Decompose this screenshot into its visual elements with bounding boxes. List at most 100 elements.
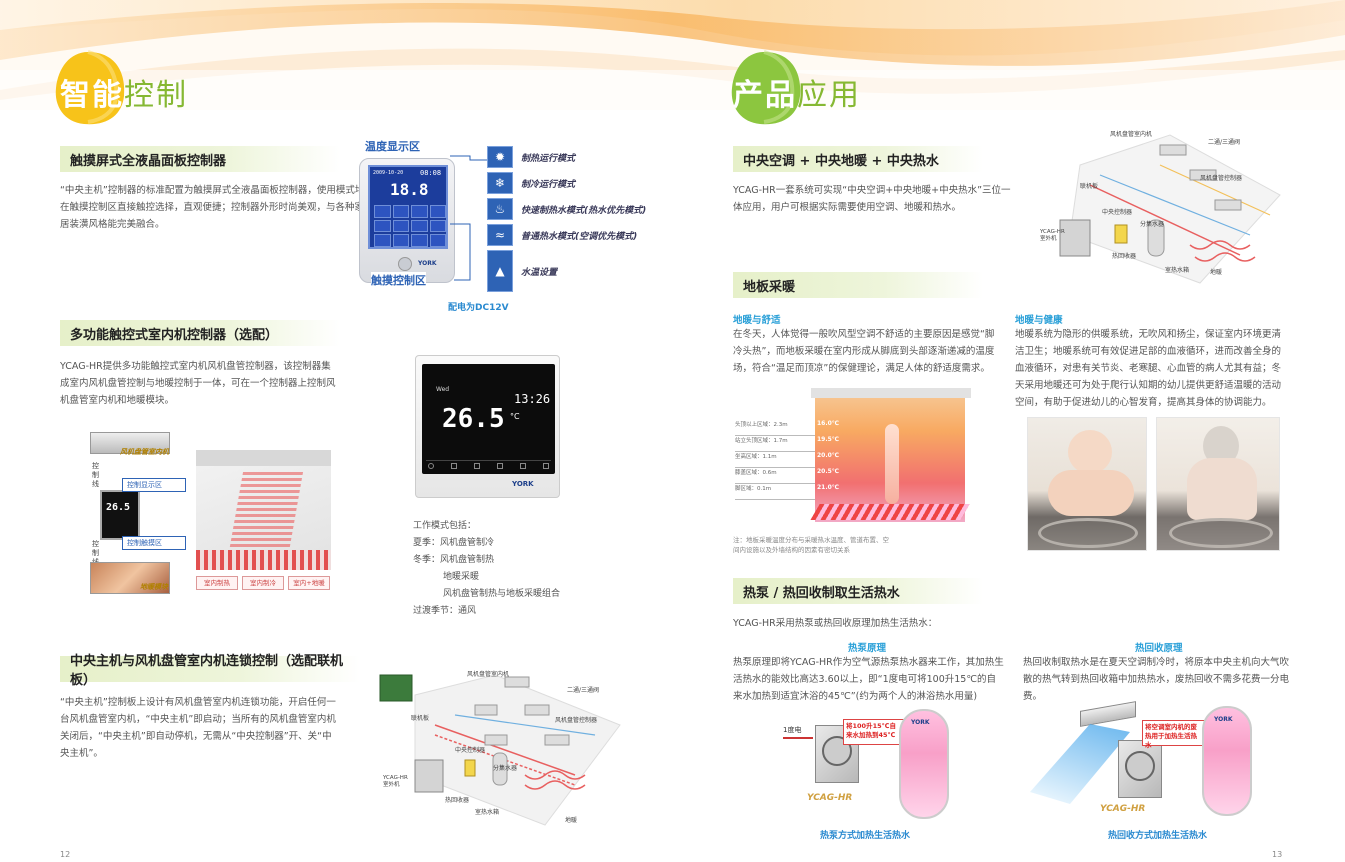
ctrl-temperature: 26.5 — [442, 404, 505, 434]
diag-label-control-line-1: 控制线 — [92, 462, 99, 488]
subheading-heat-pump: 热泵原理 — [848, 643, 887, 654]
ctrl-power-icon[interactable] — [428, 463, 434, 469]
height-label: 头顶以上区域：2.3m — [735, 420, 815, 436]
woman-back — [1187, 458, 1257, 520]
height-label: 站立头顶区域：1.7m — [735, 436, 815, 452]
air-flow-stream — [1030, 724, 1130, 804]
work-mode-item: 冬季：风机盘管制热 — [413, 555, 495, 565]
power-button[interactable] — [398, 257, 412, 271]
body-comfort: 在冬天，人体觉得一般吹风型空调不舒适的主要原因是感觉“脚冷头热”，而地板采暖在室… — [733, 329, 995, 374]
work-mode-item: 夏季：风机盘管制冷 — [413, 538, 495, 548]
floor-heating-temperature-diagram: 头顶以上区域：2.3m 站立头顶区域：1.7m 坐高区域：1.1m 膝盖区域：0… — [735, 384, 975, 529]
lcd-touch-key[interactable] — [374, 219, 391, 233]
heading-part-b: 应用 — [797, 78, 861, 113]
section-header-interlock: 中央主机与风机盘管室内机连锁控制（选配联机板） — [60, 654, 360, 688]
lcd-touch-key[interactable] — [374, 205, 391, 218]
ceiling — [196, 450, 331, 466]
water-temp-setting-icon: ▲ — [487, 250, 513, 292]
work-mode-item: 过渡季节：通风 — [413, 606, 477, 616]
diag-mode-button: 室内+地暖 — [288, 576, 330, 590]
lcd-touch-key[interactable] — [374, 234, 391, 247]
unit-label: YCAG-HR — [807, 793, 853, 803]
diag-label-floor-module: 地暖模块 — [140, 583, 168, 591]
outdoor-unit — [1118, 740, 1162, 798]
diag-label-fan-coil: 风机盘管室内机 — [120, 448, 169, 456]
lcd-touch-key[interactable] — [411, 219, 428, 233]
temperature-labels: 16.0℃ 19.5℃ 20.0℃ 20.5℃ 21.0℃ — [817, 420, 857, 500]
mode-row: ▲水温设置 — [487, 249, 646, 293]
diag-label: 分集水器 — [1140, 221, 1165, 228]
interlock-system-diagram: 风机盘管室内机 二通/三通阀 联机板 风机盘管控制器 中央控制器 分集水器 YC… — [375, 665, 625, 830]
section-header-hot-water: 热泵 / 热回收制取生活热水 — [733, 578, 983, 604]
diag-label-display-zone: 控制显示区 — [122, 478, 186, 492]
lcd-touch-key[interactable] — [392, 234, 409, 247]
baby-head — [1068, 430, 1112, 474]
lcd-touch-key[interactable] — [429, 234, 446, 247]
lcd-touch-key[interactable] — [411, 205, 428, 218]
mode-label: 制冷运行模式 — [521, 179, 576, 190]
label-touch-control-zone: 触摸控制区 — [371, 272, 426, 288]
ctrl-time: 13:26 — [514, 392, 551, 406]
work-modes-list: 工作模式包括： 夏季：风机盘管制冷 冬季：风机盘管制热 地暖采暖 风机盘管制热与… — [413, 518, 560, 620]
baby-body — [1048, 470, 1134, 516]
temperature-label: 20.5℃ — [817, 468, 840, 475]
indoor-controller-diagram: 风机盘管室内机 控制线 26.5 控制显示区 控制触摸区 控制线 地暖模块 室内… — [86, 432, 331, 597]
subheading-health: 地暖与健康 — [1015, 315, 1063, 326]
normal-hot-water-icon: ≈ — [487, 224, 513, 246]
elderly-woman-photo — [1156, 417, 1280, 551]
lcd-touch-key[interactable] — [429, 219, 446, 233]
room-illustration — [196, 450, 331, 570]
floor-heating-module-image — [90, 562, 170, 594]
ctrl-up-icon[interactable] — [497, 463, 503, 469]
lcd-touch-key[interactable] — [429, 205, 446, 218]
page-number-right: 13 — [1272, 850, 1283, 859]
lcd-touch-key[interactable] — [392, 219, 409, 233]
controller-body: 2009-10-20 08:08 18.8 — [359, 158, 455, 283]
heat-recovery-bubble: 将空调室内机的废热用于加热生活热水 — [1142, 720, 1206, 749]
controller-brand-logo: YORK — [418, 260, 437, 267]
controller-screen: 2009-10-20 08:08 18.8 — [368, 165, 448, 249]
temperature-label: 19.5℃ — [817, 436, 840, 443]
cool-mode-icon: ❄ — [487, 172, 513, 194]
floor-pipes — [810, 504, 970, 520]
work-mode-item: 地暖采暖 — [443, 572, 480, 582]
section-body-touch-controller: “中央主机”控制器的标准配置为触摸屏式全液晶面板控制器，使用模式均在触摸控制区直… — [60, 185, 365, 230]
diag-label: 热回收器 — [445, 797, 470, 804]
lcd-touch-key[interactable] — [392, 205, 409, 218]
work-modes-title: 工作模式包括： — [413, 521, 477, 531]
section-header-touch-controller: 触摸屏式全液晶面板控制器 — [60, 146, 340, 172]
indoor-touch-controller-figure: Wed 13:26 26.5 °C YORK — [415, 355, 560, 498]
system-overview-diagram: 风机盘管室内机 二通/三通阀 联机板 风机盘管控制器 中央控制器 分集水器 YC… — [1040, 125, 1285, 285]
ctrl-timer-icon[interactable] — [543, 463, 549, 469]
left-heading-leaf-icon — [55, 50, 125, 125]
screen-divider — [426, 460, 551, 461]
temperature-label: 16.0℃ — [817, 420, 840, 427]
baby-photo — [1027, 417, 1147, 551]
controller-mode-list: ✹制热运行模式 ❄制冷运行模式 ♨快速制热水模式(热水优先模式) ≈普通热水模式… — [487, 145, 646, 295]
ctrl-down-icon[interactable] — [520, 463, 526, 469]
subheading-comfort: 地暖与舒适 — [733, 315, 781, 326]
diag-label: 联机板 — [411, 715, 430, 722]
power-line — [783, 737, 813, 739]
indoor-controller-mini: 26.5 — [100, 490, 140, 540]
mode-row: ✹制热运行模式 — [487, 145, 646, 169]
fan-grille-icon — [1125, 751, 1155, 781]
diag-mode-buttons: 室内制热 室内制冷 室内+地暖 — [196, 576, 330, 590]
ctrl-mode-icon[interactable] — [451, 463, 457, 469]
right-page-heading: 产品应用 — [733, 70, 861, 114]
diag-label: 风机盘管室内机 — [467, 671, 510, 678]
indoor-controller-screen: Wed 13:26 26.5 °C — [422, 364, 555, 474]
fast-hot-water-icon: ♨ — [487, 198, 513, 220]
temperature-label: 20.0℃ — [817, 452, 840, 459]
heat-recovery-illustration: 将空调室内机的废热用于加热生活热水 YCAG-HR YORK — [1030, 700, 1255, 823]
label-temp-display-zone: 温度显示区 — [365, 140, 420, 153]
hot-water-tank: YORK — [899, 709, 949, 819]
section-body-interlock: “中央主机”控制板上设计有风机盘管室内机连锁功能，开启任何一台风机盘管室内机，“… — [60, 697, 336, 759]
lcd-touch-key[interactable] — [411, 234, 428, 247]
diag-label: 二通/三通阀 — [567, 687, 600, 694]
heat-mode-icon: ✹ — [487, 146, 513, 168]
diag-label: 中央控制器 — [455, 747, 486, 754]
lcd-temperature: 18.8 — [390, 180, 429, 199]
ctrl-fan-icon[interactable] — [474, 463, 480, 469]
